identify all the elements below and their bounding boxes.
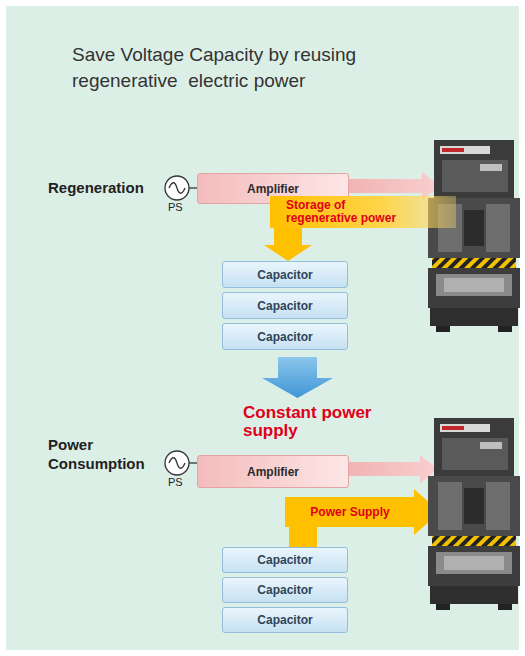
node-text: Amplifier	[247, 182, 299, 196]
source-label: PS	[168, 476, 192, 488]
arrowhead	[264, 245, 312, 261]
capacitor-box: Capacitor	[222, 292, 348, 319]
callout-text: Constant power supply	[243, 404, 393, 440]
node-text: Capacitor	[257, 583, 312, 597]
press-machine	[428, 418, 520, 610]
connector-shaft	[289, 527, 317, 548]
connector-shaft	[274, 228, 302, 246]
transition-arrow	[262, 357, 333, 398]
wire	[189, 462, 197, 463]
flow-connector	[264, 228, 312, 262]
wire	[189, 187, 197, 188]
source-label: PS	[168, 201, 192, 213]
capacitor-box: Capacitor	[222, 547, 348, 573]
storage-band: Storage of regenerative power	[270, 196, 456, 228]
node-text: Capacitor	[257, 613, 312, 627]
node-text: Capacitor	[257, 268, 312, 282]
amplifier-box: Amplifier	[197, 455, 349, 488]
capacitor-box: Capacitor	[222, 607, 348, 633]
press-machine	[428, 140, 520, 332]
capacitor-box: Capacitor	[222, 261, 348, 288]
title: Save Voltage Capacity by reusing regener…	[72, 42, 402, 93]
power-supply-band: Power Supply	[285, 497, 415, 527]
ac-source	[165, 451, 189, 475]
node-text: Amplifier	[247, 465, 299, 479]
ac-wave	[169, 183, 185, 194]
node-text: Capacitor	[257, 330, 312, 344]
section-label: Power Consumption	[48, 436, 158, 474]
power-arrow	[349, 455, 438, 483]
node-text: Power Supply	[310, 505, 389, 519]
section-label: Regeneration	[48, 179, 168, 196]
ac-wave	[169, 458, 185, 469]
node-text: Capacitor	[257, 299, 312, 313]
ac-source	[165, 176, 189, 200]
capacitor-box: Capacitor	[222, 323, 348, 350]
flow-connector	[289, 527, 317, 548]
node-text: Capacitor	[257, 553, 312, 567]
node-text: Storage of regenerative power	[286, 199, 404, 224]
capacitor-box: Capacitor	[222, 577, 348, 603]
